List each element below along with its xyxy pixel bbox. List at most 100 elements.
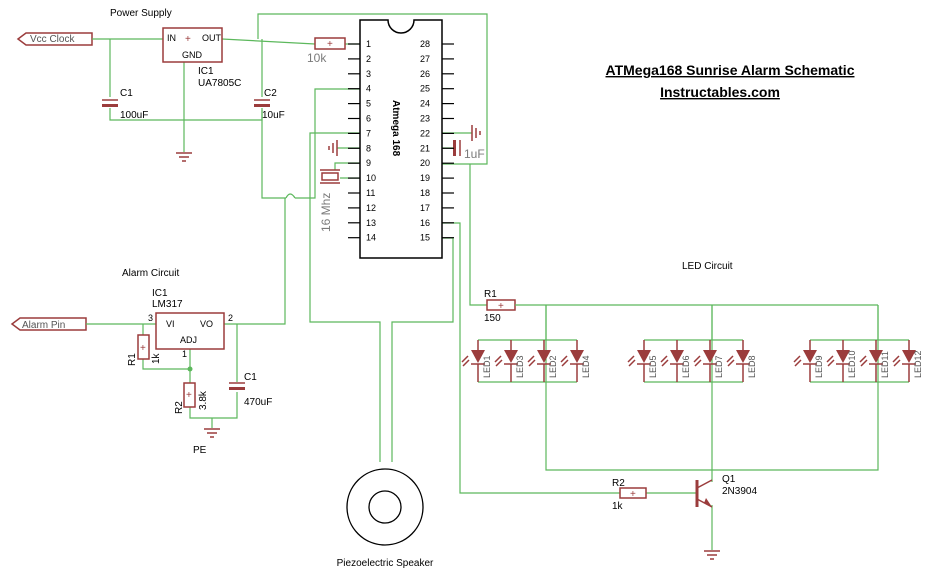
ground-symbol-pin8 xyxy=(328,140,338,156)
svg-text:R1: R1 xyxy=(484,289,497,300)
svg-text:1k: 1k xyxy=(612,501,624,512)
capacitor-1uf-value: 1uF xyxy=(464,147,485,161)
chip-pin-label: 1 xyxy=(366,39,371,49)
led-label: LED1 xyxy=(482,355,492,378)
svg-text:2: 2 xyxy=(228,313,233,323)
chip-pin-label: 21 xyxy=(420,143,430,153)
led-diode xyxy=(726,340,750,382)
chip-pin-label: 13 xyxy=(366,218,376,228)
led-diode xyxy=(859,340,883,382)
chip-pin-label: 24 xyxy=(420,99,430,109)
svg-text:Q1: Q1 xyxy=(722,474,736,485)
led-rail-top xyxy=(644,305,743,341)
resistor-10k: + xyxy=(314,37,346,50)
led-rail-top xyxy=(478,305,577,341)
chip-pin-label: 11 xyxy=(366,188,375,198)
schematic-title: ATMega168 Sunrise Alarm Schematic xyxy=(606,62,855,78)
svg-text:1k: 1k xyxy=(151,352,162,364)
chip-pin-label: 19 xyxy=(420,173,430,183)
svg-text:+: + xyxy=(327,39,333,50)
led-label: LED8 xyxy=(747,355,757,378)
svg-text:OUT: OUT xyxy=(202,33,222,43)
svg-text:UA7805C: UA7805C xyxy=(198,78,241,89)
chip-pin-label: 2 xyxy=(366,54,371,64)
svg-text:470uF: 470uF xyxy=(244,397,272,408)
capacitor-c1-alarm xyxy=(229,382,245,390)
svg-text:VO: VO xyxy=(200,319,213,329)
svg-text:ADJ: ADJ xyxy=(180,335,197,345)
led-diode xyxy=(826,340,850,382)
chip-pin-label: 6 xyxy=(366,114,371,124)
led-diode xyxy=(627,340,651,382)
chip-pin-label: 9 xyxy=(366,158,371,168)
chip-pin-label: 7 xyxy=(366,128,371,138)
svg-text:LM317: LM317 xyxy=(152,299,183,310)
led-label: LED6 xyxy=(681,355,691,378)
chip-pin-label: 10 xyxy=(366,173,376,183)
vcc-clock-label: Vcc Clock xyxy=(30,34,75,45)
led-diode xyxy=(892,340,916,382)
capacitor-c2-power xyxy=(254,99,270,107)
chip-pin-label: 14 xyxy=(366,233,376,243)
chip-pin-label: 17 xyxy=(420,203,430,213)
svg-text:150: 150 xyxy=(484,313,501,324)
led-rail-top xyxy=(810,305,909,341)
ground-symbol-alarm xyxy=(204,428,220,438)
chip-pin-label: 15 xyxy=(420,233,430,243)
chip-pin-label: 16 xyxy=(420,218,430,228)
svg-text:+: + xyxy=(140,343,146,354)
led-diode xyxy=(527,340,551,382)
resistor-r1-led: + xyxy=(486,299,516,312)
ground-symbol-pin22 xyxy=(471,125,481,141)
svg-text:IC1: IC1 xyxy=(152,288,168,299)
alarm-circuit-section: Alarm Circuit Alarm Pin VI VO ADJ 3 2 1 … xyxy=(10,198,286,456)
resistor-r1-alarm: + xyxy=(137,334,150,360)
led-label: LED4 xyxy=(581,355,591,378)
svg-text:100uF: 100uF xyxy=(120,110,148,121)
alarm-circuit-heading: Alarm Circuit xyxy=(122,268,179,279)
led-diode xyxy=(660,340,684,382)
led-label: LED5 xyxy=(648,355,658,378)
svg-text:+: + xyxy=(630,489,636,500)
led-label: LED11 xyxy=(880,351,890,378)
chip-pin-label: 20 xyxy=(420,158,430,168)
voltage-regulator-lm317 xyxy=(155,312,225,350)
led-label: LED12 xyxy=(913,350,923,378)
led-circuit-heading: LED Circuit xyxy=(682,261,733,272)
resistor-r2-alarm: + xyxy=(183,382,196,408)
svg-text:IC1: IC1 xyxy=(198,66,214,77)
led-diode xyxy=(494,340,518,382)
transistor-q1 xyxy=(695,479,713,508)
led-label: LED2 xyxy=(548,355,558,378)
svg-text:C2: C2 xyxy=(264,88,277,99)
chip-pin-label: 22 xyxy=(420,128,430,138)
led-label: LED7 xyxy=(714,355,724,378)
power-supply-section: Power Supply Vcc Clock IN OUT GND IC1 UA… xyxy=(16,8,316,162)
led-diode xyxy=(793,340,817,382)
svg-text:VI: VI xyxy=(166,319,175,329)
piezo-speaker xyxy=(346,468,424,546)
chip-name: Atmega 168 xyxy=(390,100,401,157)
capacitor-c1-power xyxy=(102,99,118,107)
pullup-value: 10k xyxy=(307,51,327,65)
svg-text:3: 3 xyxy=(148,313,153,323)
crystal-16mhz xyxy=(320,169,340,184)
ground-symbol-transistor xyxy=(704,550,720,560)
voltage-regulator-7805 xyxy=(162,27,223,63)
svg-text:C1: C1 xyxy=(120,88,133,99)
led-label: LED10 xyxy=(847,350,857,378)
svg-text:+: + xyxy=(186,390,192,401)
svg-text:IN: IN xyxy=(167,33,176,43)
svg-text:+: + xyxy=(498,301,504,312)
crystal-value: 16 Mhz xyxy=(319,193,333,232)
led-diode xyxy=(693,340,717,382)
svg-text:1: 1 xyxy=(182,349,187,359)
chip-pin-label: 23 xyxy=(420,114,430,124)
svg-text:10uF: 10uF xyxy=(262,110,285,121)
chip-pin-label: 27 xyxy=(420,54,430,64)
svg-text:R2: R2 xyxy=(612,478,625,489)
chip-pin-label: 3 xyxy=(366,69,371,79)
svg-text:2N3904: 2N3904 xyxy=(722,486,757,497)
